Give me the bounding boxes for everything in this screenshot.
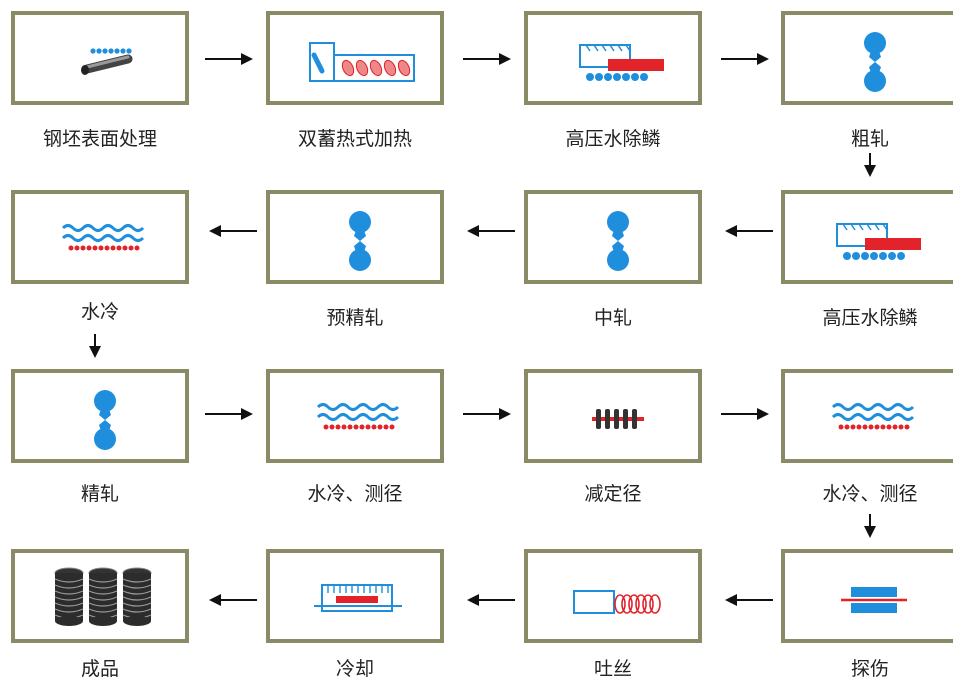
step-descaling-2 bbox=[781, 190, 953, 284]
step-laying-head bbox=[524, 549, 702, 643]
step-reducing-sizing bbox=[524, 369, 702, 463]
cooling-conveyor-icon bbox=[314, 584, 402, 612]
step-water-cooling-1 bbox=[11, 190, 189, 284]
descaling-icon bbox=[579, 44, 664, 81]
arrow-right-icon bbox=[721, 408, 769, 420]
step-cooling bbox=[266, 549, 444, 643]
rolling-stand-icon bbox=[607, 211, 629, 271]
arrow-right-icon bbox=[205, 408, 253, 420]
step-label: 冷却 bbox=[335, 658, 374, 680]
arrow-down-icon bbox=[89, 334, 101, 358]
step-label: 双蓄热式加热 bbox=[297, 128, 412, 150]
arrow-right-icon bbox=[205, 53, 253, 65]
arrow-right-icon bbox=[463, 408, 511, 420]
step-descaling-1 bbox=[524, 11, 702, 105]
descaling-icon bbox=[836, 223, 921, 260]
step-label: 减定径 bbox=[584, 483, 642, 505]
step-billet-surface bbox=[11, 11, 189, 105]
arrow-left-icon bbox=[467, 594, 515, 606]
step-label: 吐丝 bbox=[593, 658, 632, 680]
rolling-stand-icon bbox=[94, 390, 116, 450]
arrow-right-icon bbox=[721, 53, 769, 65]
step-rough-rolling bbox=[781, 11, 953, 105]
arrow-down-icon bbox=[864, 153, 876, 177]
step-label: 精轧 bbox=[80, 483, 119, 505]
water-cooling-icon bbox=[316, 403, 400, 430]
step-label: 水冷、测径 bbox=[307, 483, 403, 505]
arrow-left-icon bbox=[725, 594, 773, 606]
arrow-left-icon bbox=[725, 225, 773, 237]
water-cooling-icon bbox=[61, 224, 145, 251]
step-pre-finishing-rolling bbox=[266, 190, 444, 284]
step-label: 高压水除鳞 bbox=[822, 307, 918, 329]
regenerative-furnace-icon bbox=[309, 42, 415, 82]
arrow-right-icon bbox=[463, 53, 511, 65]
step-label: 水冷、测径 bbox=[822, 483, 918, 505]
step-intermediate-rolling bbox=[524, 190, 702, 284]
rolling-stand-icon bbox=[864, 32, 886, 92]
step-flaw-detection bbox=[781, 549, 953, 643]
arrow-left-icon bbox=[209, 225, 257, 237]
billet-surface-icon bbox=[81, 48, 133, 75]
step-water-cooling-gauging-1 bbox=[266, 369, 444, 463]
step-label: 粗轧 bbox=[850, 128, 889, 150]
flaw-detection-icon bbox=[841, 587, 907, 613]
step-regenerative-heating bbox=[266, 11, 444, 105]
step-label: 水冷 bbox=[80, 301, 119, 323]
step-label: 钢坯表面处理 bbox=[42, 128, 157, 150]
rolling-stand-icon bbox=[349, 211, 371, 271]
step-label: 中轧 bbox=[593, 307, 632, 329]
arrow-left-icon bbox=[467, 225, 515, 237]
step-finishing-rolling bbox=[11, 369, 189, 463]
water-cooling-icon bbox=[831, 403, 915, 430]
step-label: 高压水除鳞 bbox=[565, 128, 661, 150]
arrow-down-icon bbox=[864, 514, 876, 538]
step-label: 探伤 bbox=[850, 658, 889, 680]
step-label: 预精轧 bbox=[326, 307, 384, 329]
reducing-sizing-icon bbox=[592, 409, 644, 429]
arrow-left-icon bbox=[209, 594, 257, 606]
step-finished-product bbox=[11, 549, 189, 643]
wire-coils-icon bbox=[54, 567, 152, 626]
step-water-cooling-gauging-2 bbox=[781, 369, 953, 463]
laying-head-icon bbox=[573, 590, 661, 614]
step-label: 成品 bbox=[80, 658, 119, 680]
